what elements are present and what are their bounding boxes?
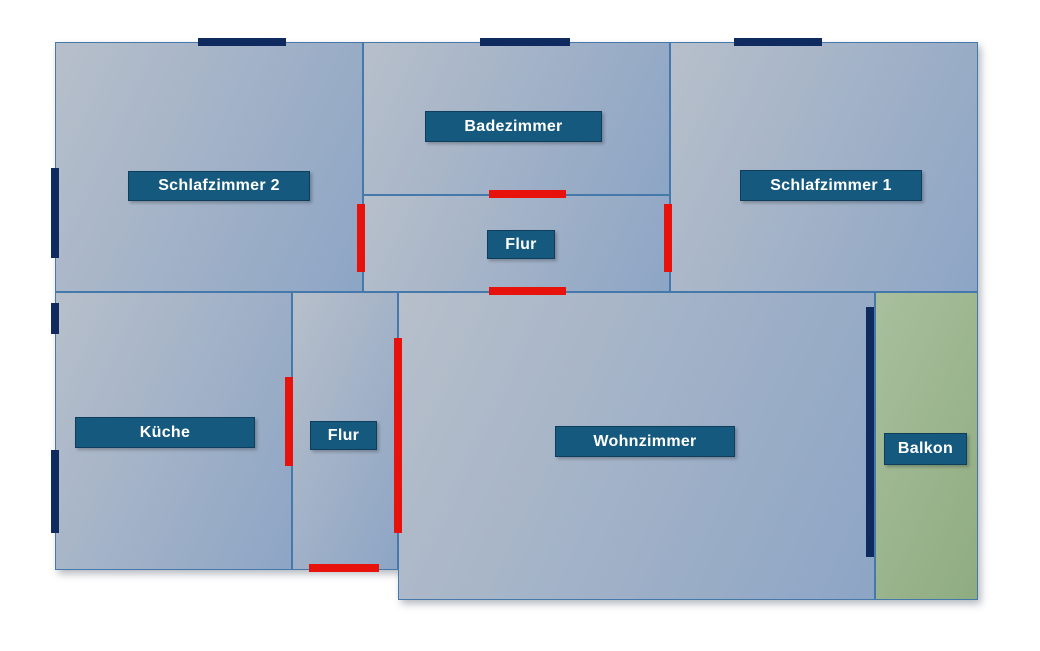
room-label-kueche: Küche xyxy=(75,417,255,448)
window-marker-schlafzimmer-1-top xyxy=(734,38,822,46)
room-label-badezimmer: Badezimmer xyxy=(425,111,602,142)
room-label-flur-unten: Flur xyxy=(310,421,377,450)
door-marker-flur-unten-bottom xyxy=(309,564,379,572)
window-marker-kueche-left-lower xyxy=(51,450,59,533)
window-marker-schlafzimmer-2-left xyxy=(51,168,59,258)
room-label-flur-oben: Flur xyxy=(487,230,555,259)
room-schlafzimmer-1 xyxy=(670,42,978,292)
window-marker-balkon-wall xyxy=(866,307,874,557)
door-marker-kueche xyxy=(285,377,293,466)
window-marker-schlafzimmer-2-top xyxy=(198,38,286,46)
room-label-wohnzimmer: Wohnzimmer xyxy=(555,426,735,457)
window-marker-badezimmer-top xyxy=(480,38,570,46)
room-label-schlafzimmer-2: Schlafzimmer 2 xyxy=(128,171,310,201)
window-marker-kueche-left-upper xyxy=(51,303,59,334)
door-marker-flur-oben-bottom xyxy=(489,287,566,295)
door-marker-flur-oben-left xyxy=(357,204,365,272)
room-label-schlafzimmer-1: Schlafzimmer 1 xyxy=(740,170,922,201)
door-marker-flur-oben-top xyxy=(489,190,566,198)
room-schlafzimmer-2 xyxy=(55,42,363,292)
room-label-balkon: Balkon xyxy=(884,433,967,465)
door-marker-flur-oben-right xyxy=(664,204,672,272)
door-marker-wohnzimmer xyxy=(394,338,402,533)
